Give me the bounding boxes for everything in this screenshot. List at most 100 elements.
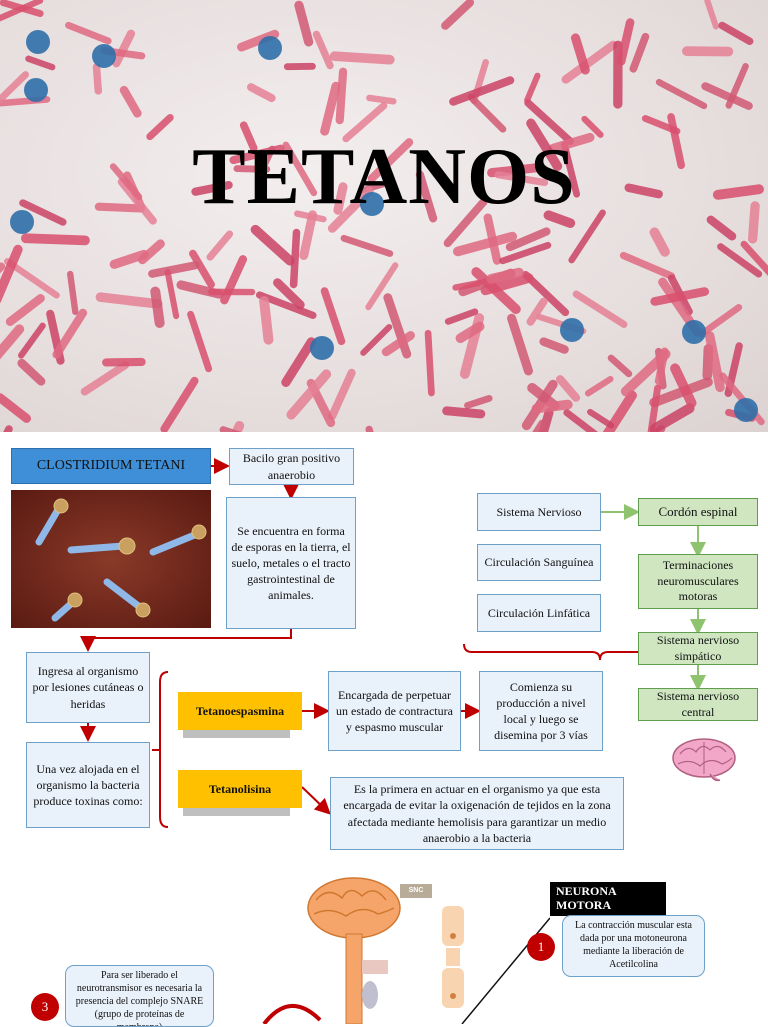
bacillus-rod — [601, 395, 632, 432]
bacillus-rod — [655, 292, 705, 302]
bacillus-rod — [26, 238, 85, 240]
bacillus-rod — [544, 342, 565, 350]
bacillus-rod — [537, 405, 568, 409]
bacillus-rod — [445, 3, 470, 26]
simpatico-box: Sistema nervioso simpático — [638, 632, 758, 665]
bacillus-rod — [369, 98, 393, 101]
bacillus-rod — [286, 342, 311, 382]
alojada-box: Una vez alojada en el organismo la bacte… — [26, 742, 150, 828]
bacilo-box: Bacilo gran positivo anaerobio — [229, 448, 354, 485]
bacillus-rod — [560, 379, 576, 397]
page-title: TETANOS — [0, 132, 768, 223]
bacillus-rod — [264, 301, 268, 340]
bacillus-rod — [655, 408, 690, 428]
spore — [734, 398, 758, 422]
spore — [24, 78, 48, 102]
bacillus-rod — [448, 312, 475, 322]
step-3-badge: 3 — [31, 993, 59, 1021]
bacillus-rod — [576, 294, 624, 324]
tetanolisina-label: Tetanolisina — [178, 770, 302, 808]
bacillus-rod — [251, 87, 272, 98]
bacillus-rod — [566, 45, 613, 79]
bacillus-rod — [707, 349, 708, 376]
clostridium-title: CLOSTRIDIUM TETANI — [11, 448, 211, 484]
via-circulacion-linfatica: Circulación Linfática — [477, 594, 601, 632]
bacillus-rod — [633, 37, 645, 69]
bacillus-rod — [491, 273, 519, 279]
bacillus-rod — [0, 329, 19, 364]
bacillus-rod — [624, 256, 672, 276]
bacillus-rod — [654, 232, 664, 252]
bacillus-rod — [428, 333, 431, 393]
bacteria-photo — [11, 490, 211, 628]
bacillus-rod — [467, 398, 489, 405]
cordon-espinal-box: Cordón espinal — [638, 498, 758, 526]
step-1-badge: 1 — [527, 933, 555, 961]
bacillus-rod — [332, 373, 351, 416]
bacillus-rod — [588, 379, 610, 393]
bacillus-rod — [0, 398, 26, 419]
neurona-motora-title: NEURONA MOTORA — [550, 882, 666, 916]
bacillus-rod — [590, 412, 611, 425]
bacillus-rod — [316, 34, 330, 65]
tetanoespasmina-label: Tetanoespasmina — [178, 692, 302, 730]
bacillus-rod — [116, 34, 131, 63]
bacillus-rod — [325, 291, 342, 341]
bacillus-rod — [621, 23, 630, 62]
produccion-box: Comienza su producción a nivel local y l… — [479, 671, 603, 751]
bacillus-rod — [512, 318, 529, 371]
bacillus-rod — [210, 234, 229, 257]
bacillus-rod — [575, 38, 585, 70]
bacillus-rod — [168, 272, 176, 316]
central-box: Sistema nervioso central — [638, 688, 758, 721]
via-circulacion-sanguinea: Circulación Sanguínea — [477, 544, 601, 581]
hemolisis-box: Es la primera en actuar en el organismo … — [330, 777, 624, 850]
bacillus-rod — [471, 97, 503, 129]
bacillus-rod — [340, 72, 343, 120]
bacillus-rod — [21, 326, 42, 356]
step-1-text: La contracción muscular esta dada por un… — [562, 915, 705, 977]
step-3-text: Para ser liberado el neurotransmisor es … — [65, 965, 214, 1027]
bacillus-rod — [85, 365, 125, 391]
snc-label: SNC — [400, 884, 432, 898]
spore — [310, 336, 334, 360]
spore — [560, 318, 584, 342]
hero-micrograph: TETANOS — [0, 0, 768, 432]
bacillus-rod — [299, 5, 309, 42]
terminaciones-box: Terminaciones neuromusculares motoras — [638, 554, 758, 609]
spore — [92, 44, 116, 68]
bacillus-rod — [325, 86, 336, 131]
brain-icon — [670, 736, 738, 784]
bacillus-rod — [10, 298, 40, 321]
bacillus-rod — [447, 411, 481, 414]
bacillus-rod — [458, 237, 512, 252]
bacillus-rod — [335, 56, 390, 60]
via-sistema-nervioso: Sistema Nervioso — [477, 493, 601, 531]
bacillus-rod — [0, 249, 18, 299]
bacillus-rod — [344, 238, 390, 253]
bacillus-rod — [701, 307, 739, 334]
spore-bacilli-illustration — [11, 490, 211, 628]
bacillus-rod — [294, 233, 297, 285]
bacillus-rod — [28, 59, 52, 67]
spore — [258, 36, 282, 60]
bacillus-rod — [722, 26, 750, 42]
bacillus-rod — [456, 283, 479, 287]
bacillus-rod — [164, 381, 194, 429]
bacillus-rod — [152, 265, 195, 274]
bacillus-rod — [68, 25, 108, 41]
bacillus-rod — [155, 292, 159, 323]
esporas-box: Se encuentra en forma de esporas en la t… — [226, 497, 356, 629]
bacillus-rod — [255, 230, 290, 261]
bacillus-rod — [124, 90, 137, 113]
ingresa-box: Ingresa al organismo por lesiones cutáne… — [26, 652, 150, 723]
bacillus-rod — [22, 363, 41, 381]
bacillus-rod — [611, 358, 629, 374]
bacillus-rod — [70, 274, 75, 312]
bacillus-rod — [527, 76, 537, 101]
spore — [26, 30, 50, 54]
espasmo-box: Encargada de perpetuar un estado de cont… — [328, 671, 461, 751]
bacillus-rod — [659, 82, 704, 106]
bacillus-rod — [707, 1, 716, 27]
bacillus-rod — [57, 313, 83, 355]
